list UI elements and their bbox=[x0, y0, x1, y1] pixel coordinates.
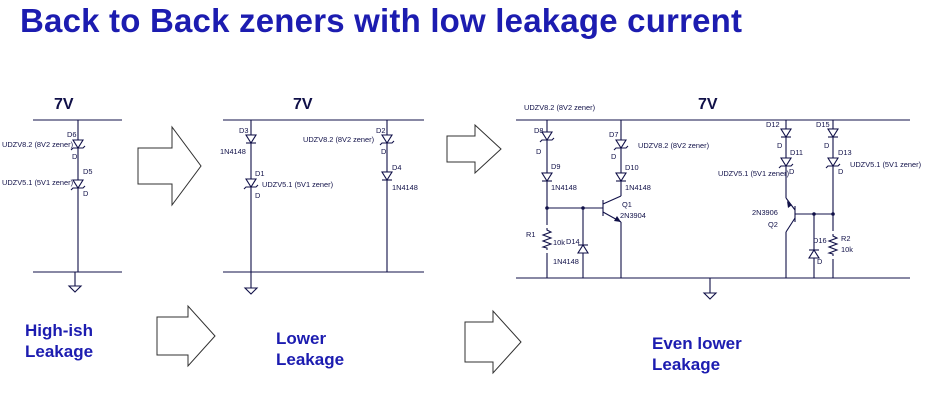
c3-d8-value: D bbox=[536, 147, 541, 156]
c3-diode-d15-symbol bbox=[827, 128, 839, 138]
arrow-right-icon-1 bbox=[137, 125, 202, 207]
c2-zener-d2-symbol bbox=[379, 134, 395, 146]
c2-d2-ref: D2 bbox=[376, 126, 385, 135]
caption-middle: Lower Leakage bbox=[276, 328, 344, 370]
c3-d14-ref: D14 bbox=[566, 237, 580, 246]
circuit-2: 7V D3 1N4148 D1 UDZV5.1 (5V1 zener) D D2… bbox=[220, 96, 424, 295]
c3-r1-ref: R1 bbox=[526, 230, 535, 239]
c3-d13-part: UDZV5.1 (5V1 zener) bbox=[850, 160, 921, 169]
c3-d8-part: UDZV8.2 (8V2 zener) bbox=[524, 103, 595, 112]
c3-d14-part: 1N4148 bbox=[553, 257, 579, 266]
c3-r2-value: 10k bbox=[841, 245, 853, 254]
c1-d6-ref: D6 bbox=[67, 130, 76, 139]
arrow-right-icon-2 bbox=[446, 123, 502, 175]
caption-right-line-1: Even lower bbox=[652, 334, 742, 353]
c2-supply-label: 7V bbox=[293, 96, 313, 113]
c3-r1-value: 10k bbox=[553, 238, 565, 247]
c2-diode-d4-symbol bbox=[381, 171, 393, 181]
c3-zener-d7-symbol bbox=[613, 139, 629, 151]
c2-d3-part: 1N4148 bbox=[220, 147, 246, 156]
c3-diode-d9-symbol bbox=[541, 172, 553, 182]
c3-supply-label: 7V bbox=[698, 96, 718, 113]
arrow-right-icon-3 bbox=[156, 304, 216, 368]
caption-left: High-ish Leakage bbox=[25, 320, 93, 362]
c1-d5-value: D bbox=[83, 189, 88, 198]
circuit-1: 7V D6 UDZV8.2 (8V2 zener) D D5 UDZV5.1 (… bbox=[2, 96, 122, 293]
c2-d2-part: UDZV8.2 (8V2 zener) bbox=[303, 135, 374, 144]
c1-d6-value: D bbox=[72, 152, 77, 161]
c3-d7-ref: D7 bbox=[609, 130, 618, 139]
caption-middle-line-1: Lower bbox=[276, 329, 327, 348]
c2-diode-d3-symbol bbox=[245, 134, 257, 144]
slide-title: Back to Back zeners with low leakage cur… bbox=[20, 2, 743, 39]
c3-r2-ref: R2 bbox=[841, 234, 850, 243]
c3-d15-ref: D15 bbox=[816, 120, 830, 129]
c3-junction-4 bbox=[831, 212, 835, 216]
c3-q1-ref: Q1 bbox=[622, 200, 632, 209]
c3-d16-ref: D16 bbox=[813, 236, 827, 245]
c2-d2-value: D bbox=[381, 147, 386, 156]
c2-d1-value: D bbox=[255, 191, 260, 200]
c3-d15-value: D bbox=[824, 141, 829, 150]
c3-q2-ref: Q2 bbox=[768, 220, 778, 229]
c3-d12-ref: D12 bbox=[766, 120, 780, 129]
c3-d13-ref: D13 bbox=[838, 148, 852, 157]
c3-d13-value: D bbox=[838, 167, 843, 176]
c3-d7-value: D bbox=[611, 152, 616, 161]
c2-d3-ref: D3 bbox=[239, 126, 248, 135]
c1-supply-label: 7V bbox=[54, 96, 74, 113]
c3-transistor-q1-symbol bbox=[602, 195, 622, 223]
caption-left-line-2: Leakage bbox=[25, 342, 94, 361]
caption-left-line-1: High-ish bbox=[25, 321, 93, 340]
c3-q1-part: 2N3904 bbox=[620, 211, 646, 220]
c2-d4-ref: D4 bbox=[392, 163, 401, 172]
c3-q2-part: 2N3906 bbox=[752, 208, 778, 217]
c3-d10-ref: D10 bbox=[625, 163, 639, 172]
c3-d9-part: 1N4148 bbox=[551, 183, 577, 192]
c3-diode-d10-symbol bbox=[615, 172, 627, 182]
c2-d4-part: 1N4148 bbox=[392, 183, 418, 192]
c3-d11-value: D bbox=[789, 167, 794, 176]
c3-d10-part: 1N4148 bbox=[625, 183, 651, 192]
c2-zener-d1-symbol bbox=[243, 178, 259, 190]
c1-d5-ref: D5 bbox=[83, 167, 92, 176]
c3-d11-ref: D11 bbox=[790, 148, 803, 157]
c3-ground-symbol bbox=[703, 286, 717, 300]
c3-diode-d14-symbol bbox=[577, 244, 589, 254]
c3-d8-ref: D8 bbox=[534, 126, 543, 135]
c2-d1-part: UDZV5.1 (5V1 zener) bbox=[262, 180, 333, 189]
circuit-3: 7V UDZV8.2 (8V2 zener) D8 D D9 1N4148 R1… bbox=[516, 96, 921, 300]
c3-d12-value: D bbox=[777, 141, 782, 150]
c3-d7-part: UDZV8.2 (8V2 zener) bbox=[638, 141, 709, 150]
c2-ground-symbol bbox=[244, 281, 258, 295]
caption-right-line-2: Leakage bbox=[652, 355, 721, 374]
c1-d5-part: UDZV5.1 (5V1 zener) bbox=[2, 178, 73, 187]
caption-middle-line-2: Leakage bbox=[276, 350, 345, 369]
arrow-right-icon-4 bbox=[464, 309, 522, 375]
c3-d11-part: UDZV5.1 (5V1 zener) bbox=[718, 169, 789, 178]
c1-d6-part: UDZV8.2 (8V2 zener) bbox=[2, 140, 73, 149]
c1-zener-d6-symbol bbox=[70, 139, 86, 151]
c1-ground-symbol bbox=[68, 279, 82, 293]
c3-d9-ref: D9 bbox=[551, 162, 560, 171]
c3-transistor-q2-symbol bbox=[785, 197, 796, 233]
c3-d16-value: D bbox=[817, 257, 822, 266]
c3-diode-d12-symbol bbox=[780, 128, 792, 138]
caption-right: Even lower Leakage bbox=[652, 333, 742, 375]
c2-d1-ref: D1 bbox=[255, 169, 264, 178]
